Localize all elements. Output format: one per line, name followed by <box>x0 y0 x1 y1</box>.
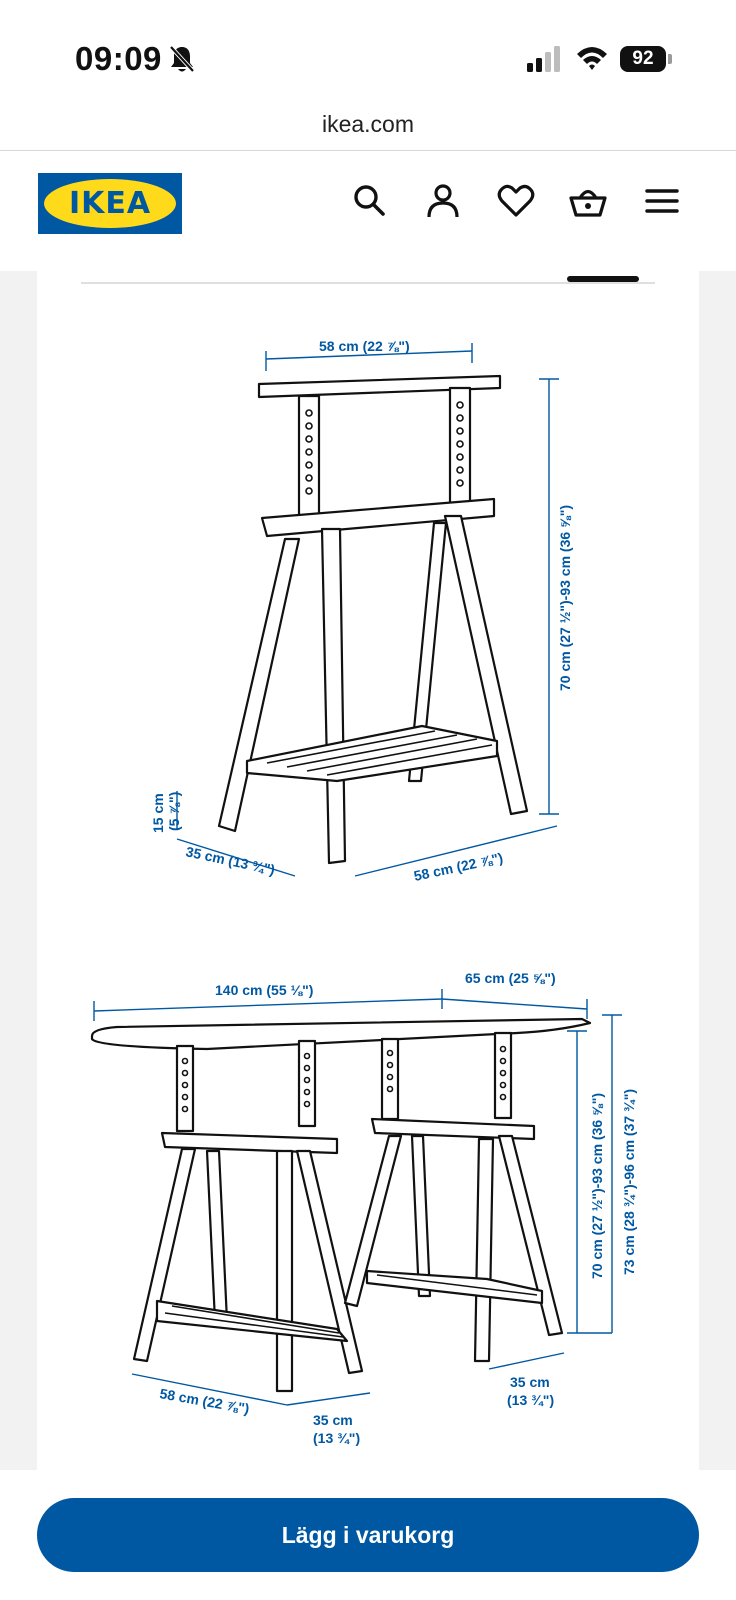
shelf-slat <box>376 1274 538 1296</box>
battery-level: 92 <box>620 46 666 72</box>
profile-icon[interactable] <box>423 181 463 221</box>
desk-front-depth-inch-label: (13 ¾") <box>313 1430 360 1446</box>
desk-upright-holes <box>181 1045 507 1113</box>
address-bar[interactable]: ikea.com <box>0 104 736 152</box>
desk-left-upright-2 <box>297 1039 317 1128</box>
desk-left-leg-2 <box>275 1149 294 1393</box>
trestle-height-label: 70 cm (27 ½")-93 cm (36 ⅝") <box>557 505 573 691</box>
product-image-gallery[interactable]: 58 cm (22 ⅞") <box>37 271 699 1470</box>
trestle-width-line <box>265 350 473 360</box>
heart-icon[interactable] <box>496 181 536 221</box>
desk-depth-line <box>441 998 588 1010</box>
desk-front-depth-label: 35 cm <box>313 1412 353 1428</box>
trestle-dimension-drawing: 58 cm (22 ⅞") <box>150 338 573 884</box>
desk-left-crossbar <box>160 1131 339 1155</box>
battery-cap <box>668 54 672 64</box>
search-icon[interactable] <box>350 181 390 221</box>
desk-bottom-width-line <box>131 1373 288 1406</box>
desk-right-leg-4 <box>497 1134 564 1337</box>
menu-icon[interactable] <box>642 181 682 221</box>
trestle-upright-left <box>297 394 321 518</box>
trestle-shelf-height-label: 15 cm <box>150 793 166 833</box>
trestle-upright-right <box>448 386 472 510</box>
desk-left-shelf <box>155 1299 349 1343</box>
desk-right-leg-2 <box>473 1137 495 1363</box>
content-area: 58 cm (22 ⅞") <box>0 271 736 1470</box>
battery-icon: 92 <box>620 46 672 72</box>
basket-icon[interactable] <box>568 181 608 221</box>
trestle-shelf-height-inch-label: (5 ⅞") <box>166 792 182 831</box>
gallery-tab-indicator <box>567 276 639 282</box>
upright-holes <box>305 401 464 495</box>
trestle-depth-label: 35 cm (13 ¾") <box>184 843 276 878</box>
desk-bottom-width-label: 58 cm (22 ⅞") <box>158 1385 250 1417</box>
site-header: IKEA <box>0 151 736 271</box>
desk-right-leg-1 <box>343 1134 403 1308</box>
desk-trestle-height-label: 70 cm (27 ½")-93 cm (36 ⅝") <box>589 1093 605 1279</box>
desk-depth-label: 65 cm (25 ⅝") <box>465 970 556 986</box>
trestle-shelf <box>245 724 499 783</box>
ikea-logo[interactable]: IKEA <box>38 173 182 234</box>
shelf-slat <box>286 734 458 768</box>
address-bar-divider <box>0 150 736 151</box>
desk-right-depth-line <box>488 1352 565 1370</box>
wifi-icon <box>577 47 607 70</box>
shelf-slat <box>306 738 478 772</box>
shelf-slat <box>326 744 493 776</box>
trestle-width-label: 58 cm (22 ⅞") <box>319 338 410 354</box>
desk-left-leg-3 <box>205 1149 229 1323</box>
status-bar: 09:09 92 <box>0 0 736 110</box>
desk-table-top <box>90 1017 592 1051</box>
status-time: 09:09 <box>75 40 162 77</box>
trestle-bottom-width-line <box>354 825 558 877</box>
trestle-crossbar <box>260 497 496 538</box>
url-text: ikea.com <box>321 111 415 137</box>
desk-length-label: 140 cm (55 ⅛") <box>215 982 313 998</box>
bottom-action-bar: Lägg i varukorg <box>0 1470 736 1600</box>
trestle-depth-line <box>176 838 296 877</box>
trestle-leg-back <box>407 521 448 783</box>
shelf-slat <box>164 1312 344 1338</box>
cellular-signal-icon <box>527 46 560 72</box>
shelf-slat <box>266 730 436 764</box>
desk-total-height-label: 73 cm (28 ¾")-96 cm (37 ¾") <box>621 1089 637 1275</box>
desk-left-upright-1 <box>175 1044 195 1133</box>
desk-right-leg-3 <box>410 1134 432 1298</box>
trestle-leg-front-right <box>443 514 529 816</box>
trestle-leg-front-center <box>320 527 347 865</box>
shelf-slat <box>171 1305 340 1334</box>
logo-text: IKEA <box>68 186 152 221</box>
trestle-leg-front-left <box>217 537 301 833</box>
desk-right-shelf <box>365 1269 544 1305</box>
desk-right-depth-label: 35 cm <box>510 1374 550 1390</box>
desk-length-line <box>93 998 443 1012</box>
desk-front-depth-line <box>286 1392 371 1406</box>
desk-left-leg-1 <box>132 1147 197 1363</box>
add-to-cart-button[interactable]: Lägg i varukorg <box>37 1498 699 1572</box>
desk-right-crossbar <box>370 1117 536 1141</box>
trestle-bottom-width-label: 58 cm (22 ⅞") <box>412 849 504 884</box>
desk-right-depth-inch-label: (13 ¾") <box>507 1392 554 1408</box>
gallery-tab-track <box>81 282 655 284</box>
trestle-top-bar <box>257 374 502 399</box>
desk-dimension-drawing: 140 cm (55 ⅛") 65 cm (25 ⅝") <box>90 970 637 1446</box>
desk-left-leg-4 <box>295 1149 364 1375</box>
bell-slash-icon <box>169 45 195 73</box>
logo-oval <box>44 179 176 228</box>
